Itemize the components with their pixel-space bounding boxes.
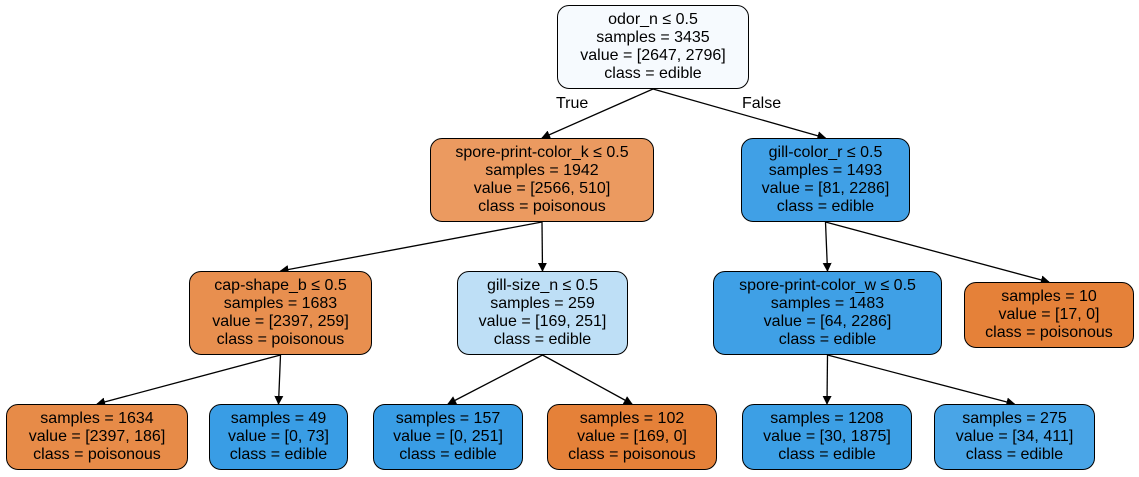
node-class-text: class = poisonous <box>216 331 345 348</box>
node-value-text: value = [169, 251] <box>478 313 607 330</box>
tree-edge-arrow <box>822 221 832 272</box>
node-class-text: class = edible <box>493 331 592 348</box>
tree-edge-arrow <box>825 221 1050 285</box>
tree-edge-arrow <box>96 354 281 407</box>
node-samples-text: samples = 1483 <box>770 295 885 312</box>
tree-edge-arrow <box>274 354 284 405</box>
node-samples-text: samples = 49 <box>230 410 327 427</box>
node-value-text: value = [0, 251] <box>393 428 503 445</box>
node-samples-text: samples = 1208 <box>770 410 884 427</box>
node-class-text: class = edible <box>229 446 328 463</box>
node-value-text: value = [30, 1875] <box>763 428 891 445</box>
node-samples-text: samples = 259 <box>490 295 595 312</box>
tree-edge-arrow <box>279 221 543 274</box>
tree-edge-arrow <box>652 88 827 141</box>
node-samples-text: samples = 10 <box>1001 288 1097 305</box>
node-samples-text: samples = 1942 <box>485 162 599 179</box>
node-samples-text: samples = 275 <box>962 410 1067 427</box>
node-class-text: class = edible <box>604 65 702 82</box>
node-class-text: class = edible <box>965 446 1064 463</box>
node-samples-text: samples = 3435 <box>596 29 710 46</box>
node-value-text: value = [2397, 259] <box>212 313 349 330</box>
node-samples-text: samples = 1683 <box>223 295 338 312</box>
node-value-text: value = [2566, 510] <box>473 180 611 197</box>
node-samples-text: samples = 1634 <box>40 410 154 427</box>
node-class-text: class = poisonous <box>478 198 606 215</box>
node-value-text: value = [169, 0] <box>577 428 687 445</box>
node-value-text: value = [34, 411] <box>955 428 1074 445</box>
tree-edge-arrow <box>827 354 1016 407</box>
node-class-text: class = edible <box>778 446 876 463</box>
tree-edge-arrow <box>447 354 543 405</box>
node-split-text: spore-print-color_w ≤ 0.5 <box>739 277 916 294</box>
node-samples-text: samples = 102 <box>579 410 685 427</box>
node-value-text: value = [0, 73] <box>228 428 329 445</box>
tree-edge-arrow <box>541 88 654 139</box>
node-samples-text: samples = 1493 <box>768 162 883 179</box>
edge-label-true: True <box>556 95 589 112</box>
node-samples-text: samples = 157 <box>395 410 501 427</box>
node-split-text: gill-size_n ≤ 0.5 <box>486 277 599 294</box>
node-value-text: value = [81, 2286] <box>761 180 890 197</box>
node-split-text: gill-color_r ≤ 0.5 <box>768 144 883 161</box>
node-value-text: value = [17, 0] <box>998 306 1100 323</box>
node-class-text: class = edible <box>399 446 497 463</box>
node-split-text: odor_n ≤ 0.5 <box>608 11 698 28</box>
tree-edge-arrow <box>537 221 547 272</box>
node-split-text: cap-shape_b ≤ 0.5 <box>214 277 347 294</box>
node-value-text: value = [2647, 2796] <box>580 47 726 64</box>
node-class-text: class = edible <box>776 198 875 215</box>
edge-label-false: False <box>742 95 782 112</box>
node-class-text: class = poisonous <box>33 446 161 463</box>
tree-edge-arrow <box>822 354 832 405</box>
node-class-text: class = poisonous <box>985 324 1113 341</box>
node-split-text: spore-print-color_k ≤ 0.5 <box>455 144 629 161</box>
node-value-text: value = [64, 2286] <box>763 313 892 330</box>
node-class-text: class = edible <box>778 331 877 348</box>
node-value-text: value = [2397, 186] <box>28 428 166 445</box>
tree-edge-arrow <box>542 354 633 405</box>
node-class-text: class = poisonous <box>568 446 696 463</box>
